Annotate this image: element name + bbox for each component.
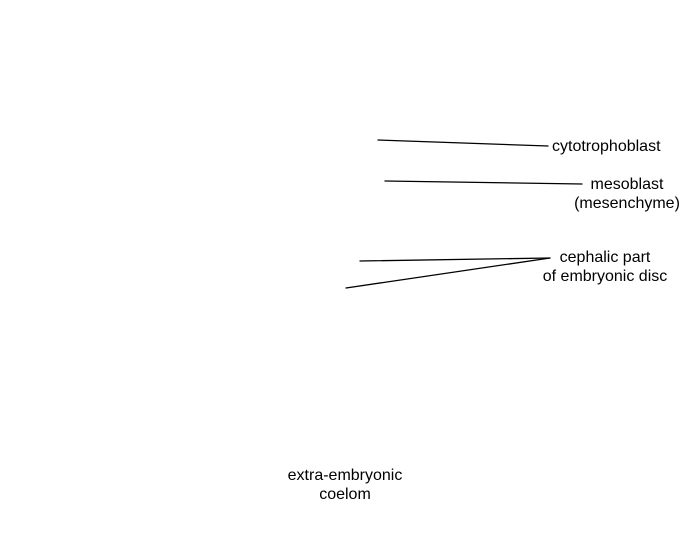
leader-line-cephalic-upper [359,257,551,262]
label-coelom-line2: coelom [319,486,371,503]
leader-line-mesoblast [384,180,583,185]
label-cytotrophoblast: cytotrophoblast [552,137,661,156]
label-cephalic-line2: of embryonic disc [542,268,668,285]
label-extra-embryonic-coelom: extra-embryonic coelom [280,466,410,504]
leader-line-cephalic-lower [345,257,551,289]
label-coelom-line1: extra-embryonic [287,467,403,484]
label-cephalic-line1: cephalic part [559,249,651,266]
label-cephalic-part: cephalic part of embryonic disc [532,248,678,286]
label-mesoblast-line1: mesoblast [590,176,664,193]
label-mesoblast-line2: (mesenchyme) [574,195,680,212]
leader-line-cytotrophoblast [377,139,549,147]
label-cytotrophoblast-text: cytotrophoblast [552,138,661,155]
label-mesoblast: mesoblast (mesenchyme) [566,175,688,213]
